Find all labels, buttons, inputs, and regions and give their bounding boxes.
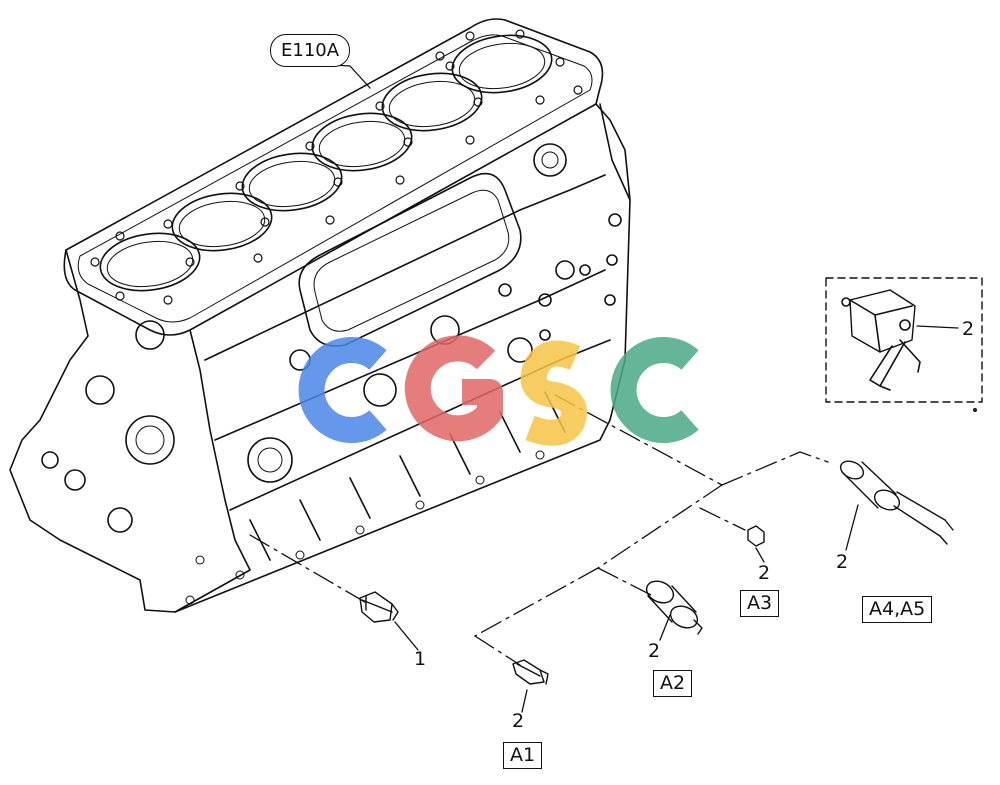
leader-lines — [249, 61, 959, 713]
variant-box-a2: A2 — [653, 670, 693, 697]
callout-item-a2: 2 — [648, 640, 661, 662]
callout-item-inset: 2 — [962, 318, 975, 340]
variant-box-a1: A1 — [503, 742, 543, 769]
part-a45-switch — [839, 460, 954, 545]
callout-item-a1: 2 — [512, 710, 525, 732]
callout-item-a3: 2 — [758, 562, 771, 584]
callout-item-1: 1 — [414, 648, 427, 670]
engine-block-drawing — [9, 18, 631, 613]
reference-tag: E110A — [270, 34, 351, 67]
variant-box-a45: A4,A5 — [862, 596, 933, 623]
variant-box-a3: A3 — [740, 590, 780, 617]
part-a2-sender — [645, 580, 703, 635]
callout-item-a45: 2 — [836, 551, 849, 573]
reference-tag-text: E110A — [281, 40, 340, 61]
watermark-logo — [298, 335, 699, 446]
inset-variant-box — [825, 277, 983, 412]
part-a1-sender — [512, 659, 549, 685]
part-a3-plug — [747, 525, 765, 547]
part-1-switch — [359, 591, 399, 623]
